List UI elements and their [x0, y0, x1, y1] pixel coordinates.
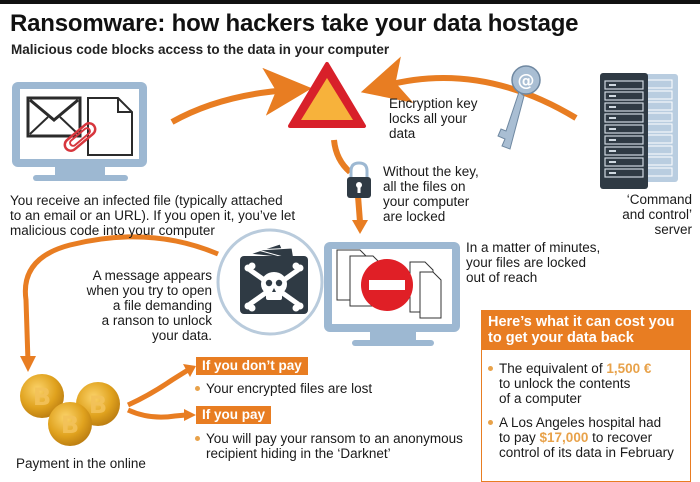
diagram-graphics: @	[12, 56, 678, 446]
text-line: You will pay your ransom to an anonymous	[206, 431, 463, 446]
text-fragment: to pay	[499, 430, 540, 445]
payment-text: Payment in the online	[16, 456, 146, 471]
text-line: ‘Command	[626, 192, 692, 207]
text-line: locks all your	[389, 111, 468, 126]
text-line: a ranson to unlock	[101, 313, 212, 328]
arrow-to-pay	[126, 407, 187, 420]
text-line: A message appears	[92, 268, 212, 283]
text-line: to get your data back	[488, 330, 634, 346]
text-line: your files are locked	[466, 255, 587, 270]
files-locked-text: Without the key, all the files on your c…	[383, 164, 479, 224]
text-line: server	[654, 222, 692, 237]
pay-bullet: You will pay your ransom to an anonymous…	[194, 431, 463, 461]
cost-heading: Here’s what it can cost you to get your …	[482, 311, 690, 350]
text-line: a file demanding	[112, 298, 212, 313]
svg-text:@: @	[518, 71, 535, 91]
text-line: You receive an infected file (typically …	[10, 193, 283, 208]
text-line: when you try to open	[86, 283, 212, 298]
text-line: Without the key,	[383, 164, 479, 179]
arrow-to-dont-pay	[126, 367, 190, 408]
cost-item-2: A Los Angeles hospital had to pay $17,00…	[487, 415, 674, 460]
text-line: your data.	[151, 328, 212, 343]
text-line: In a matter of minutes,	[466, 240, 601, 255]
text-fragment: The equivalent of	[499, 361, 607, 376]
server-label: ‘Command and control’ server	[580, 192, 692, 237]
svg-text:B: B	[89, 391, 107, 419]
dont-pay-bullet: Your encrypted files are lost	[194, 381, 372, 396]
text-line: A Los Angeles hospital had	[499, 415, 662, 430]
text-line: control of its data in February	[499, 445, 674, 460]
skull-crossbones-icon	[216, 228, 324, 336]
encryption-key-text: Encryption key locks all your data	[389, 96, 478, 141]
text-fragment: to recover	[588, 430, 653, 445]
svg-text:B: B	[61, 411, 79, 439]
svg-text:B: B	[33, 383, 51, 411]
text-line: Here’s what it can cost you	[488, 314, 675, 330]
server-rack-icon	[600, 73, 678, 189]
text-line: Payment in the online	[16, 456, 146, 471]
computer-email-attachment-icon	[12, 82, 147, 181]
text-line: out of reach	[466, 270, 538, 285]
text-line: Encryption key	[389, 96, 478, 111]
ransom-message-text: A message appears when you try to open a…	[60, 268, 212, 343]
text-line: your computer	[383, 194, 470, 209]
page-title: Ransomware: how hackers take your data h…	[10, 10, 579, 37]
cost-panel: Here’s what it can cost you to get your …	[481, 310, 691, 482]
bitcoin-coins-icon: B B B	[20, 374, 120, 446]
arrow-server-to-warning	[360, 56, 578, 121]
text-line: are locked	[383, 209, 446, 224]
computer-no-entry-icon	[324, 242, 460, 346]
arrow-warning-to-locked	[331, 139, 363, 223]
warning-triangle-icon	[288, 62, 366, 128]
infected-file-text: You receive an infected file (typically …	[10, 193, 295, 238]
text-line: and control’	[622, 207, 692, 222]
text-line: malicious code into your computer	[10, 223, 215, 238]
text-line: all the files on	[383, 179, 466, 194]
padlock-icon	[347, 161, 371, 198]
page-subtitle: Malicious code blocks access to the data…	[11, 42, 390, 57]
key-at-sign-icon: @	[497, 65, 541, 150]
top-rule	[0, 0, 700, 4]
dont-pay-label: If you don’t pay	[196, 357, 308, 375]
text-line: of a computer	[499, 391, 582, 406]
cost-item-1: The equivalent of 1,500 € to unlock the …	[487, 361, 651, 406]
text-line: to an email or an URL). If you open it, …	[10, 208, 296, 223]
minutes-locked-text: In a matter of minutes, your files are l…	[466, 240, 600, 285]
arrow-message-to-payment	[22, 234, 219, 363]
cost-amount: $17,000	[539, 430, 589, 445]
text-line: to unlock the contents	[499, 376, 631, 391]
arrow-file-to-warning	[170, 67, 312, 125]
text-line: data	[389, 126, 416, 141]
pay-label: If you pay	[196, 406, 272, 424]
text-line: recipient hiding in the ‘Darknet’	[206, 446, 391, 461]
cost-amount: 1,500 €	[606, 361, 652, 376]
